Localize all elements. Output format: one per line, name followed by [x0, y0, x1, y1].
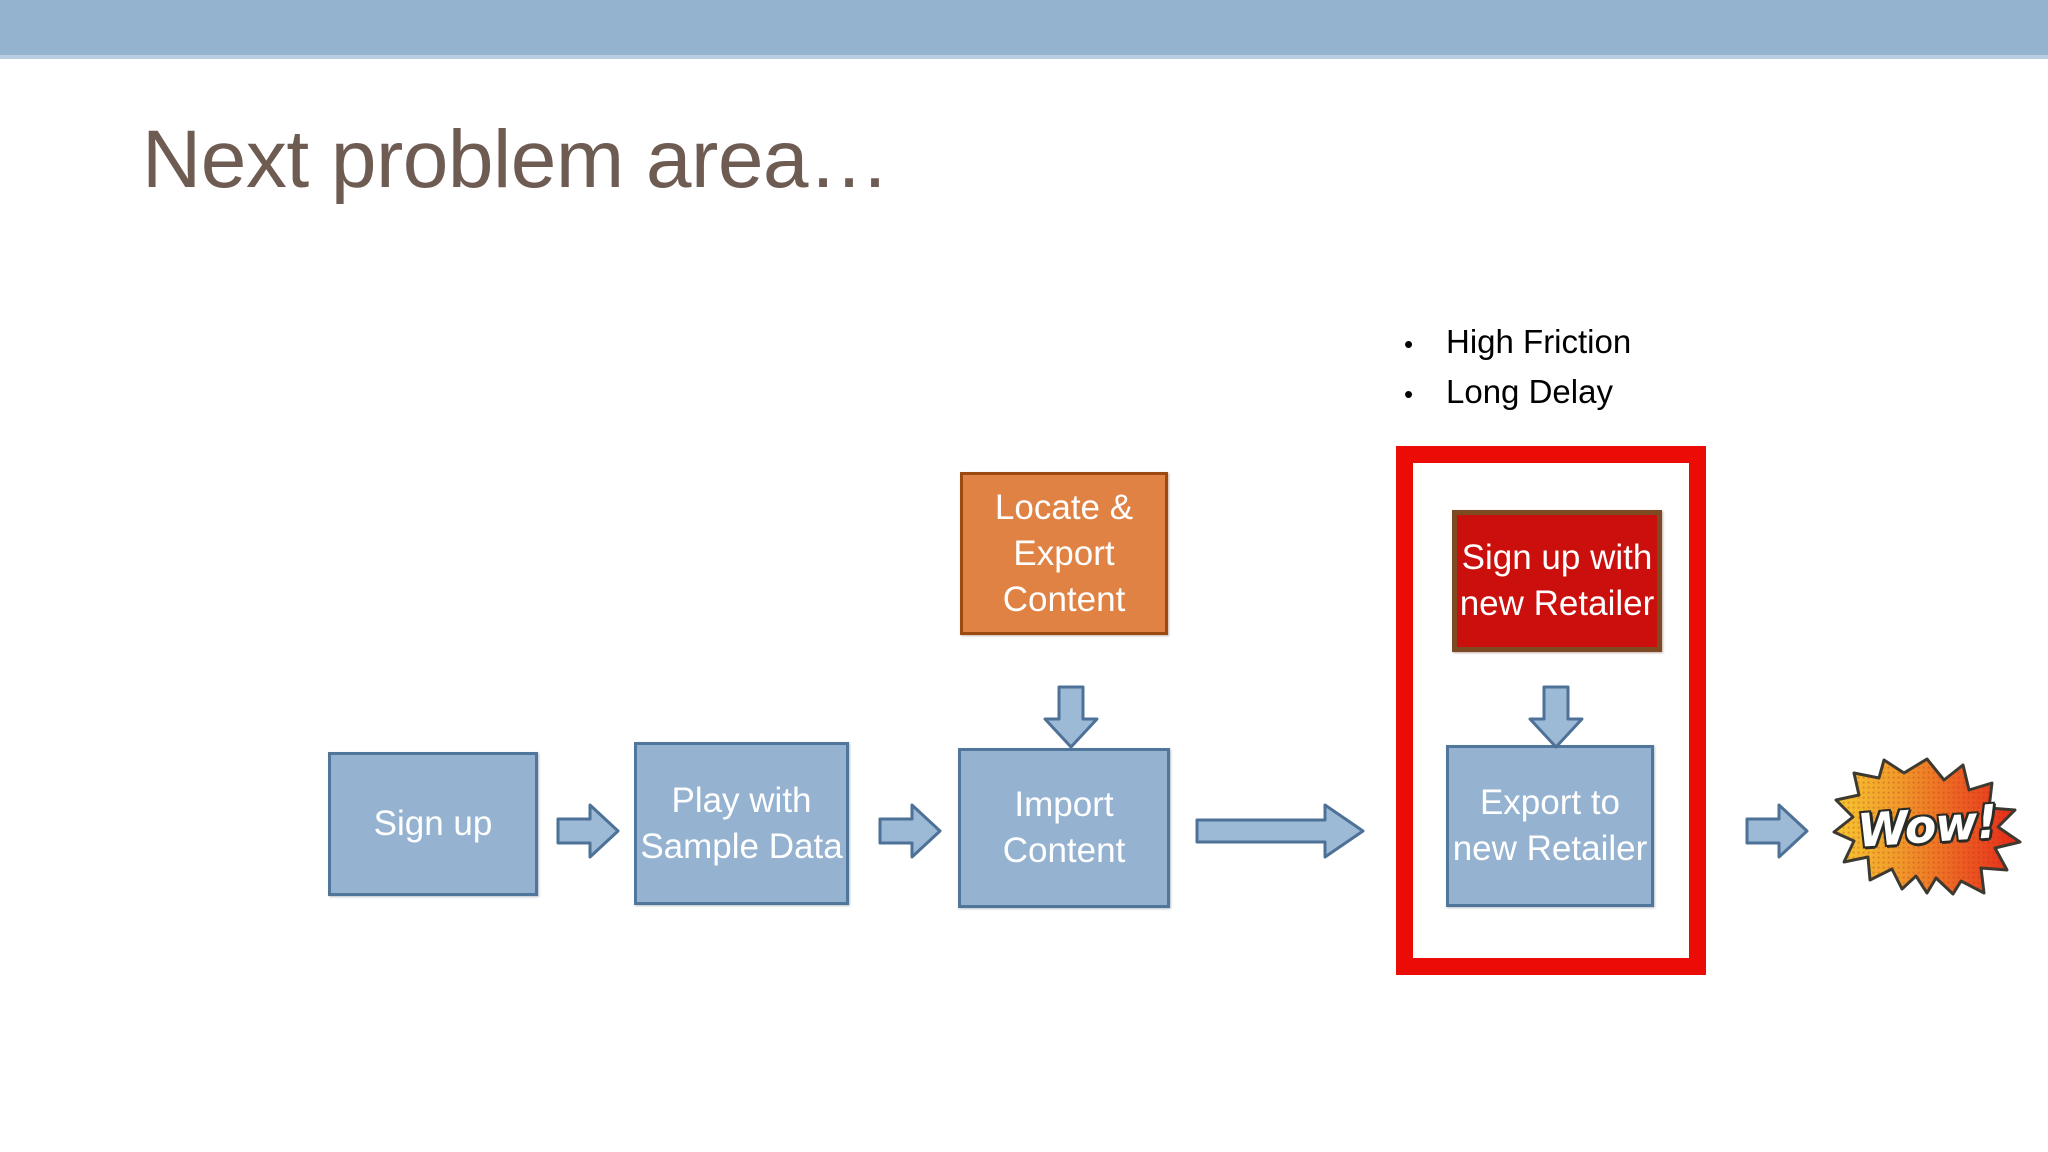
list-item: • Long Delay — [1404, 368, 1824, 418]
annotation-bullet-list: • High Friction • Long Delay — [1404, 318, 1824, 418]
process-box-export-to-new-retailer[interactable]: Export to new Retailer — [1446, 745, 1654, 907]
annotation-label-long-delay: Long Delay — [1446, 373, 1613, 410]
arrow-right-icon — [1745, 800, 1809, 862]
process-box-sign-up-with-new-retailer[interactable]: Sign up with new Retailer — [1452, 510, 1662, 652]
page-title: Next problem area… — [142, 114, 890, 205]
arrow-right-icon — [878, 800, 942, 862]
process-box-import-content[interactable]: Import Content — [958, 748, 1170, 908]
arrow-right-long-icon — [1195, 800, 1365, 862]
bullet-dot-icon: • — [1404, 379, 1414, 409]
process-box-play-with-sample-data[interactable]: Play with Sample Data — [634, 742, 849, 905]
list-item: • High Friction — [1404, 318, 1824, 368]
highlight-frame-problem-group — [1396, 446, 1706, 975]
process-box-sign-up[interactable]: Sign up — [328, 752, 538, 896]
bullet-dot-icon: • — [1404, 329, 1414, 359]
header-decorative-band — [0, 0, 2048, 55]
arrow-down-icon — [1040, 685, 1102, 749]
header-band-underline — [0, 55, 2048, 59]
arrow-down-icon — [1525, 685, 1587, 749]
annotation-label-high-friction: High Friction — [1446, 323, 1632, 360]
arrow-right-icon — [556, 800, 620, 862]
wow-starburst-icon: Wow! — [1832, 756, 2022, 896]
process-box-locate-and-export-content[interactable]: Locate & Export Content — [960, 472, 1168, 635]
